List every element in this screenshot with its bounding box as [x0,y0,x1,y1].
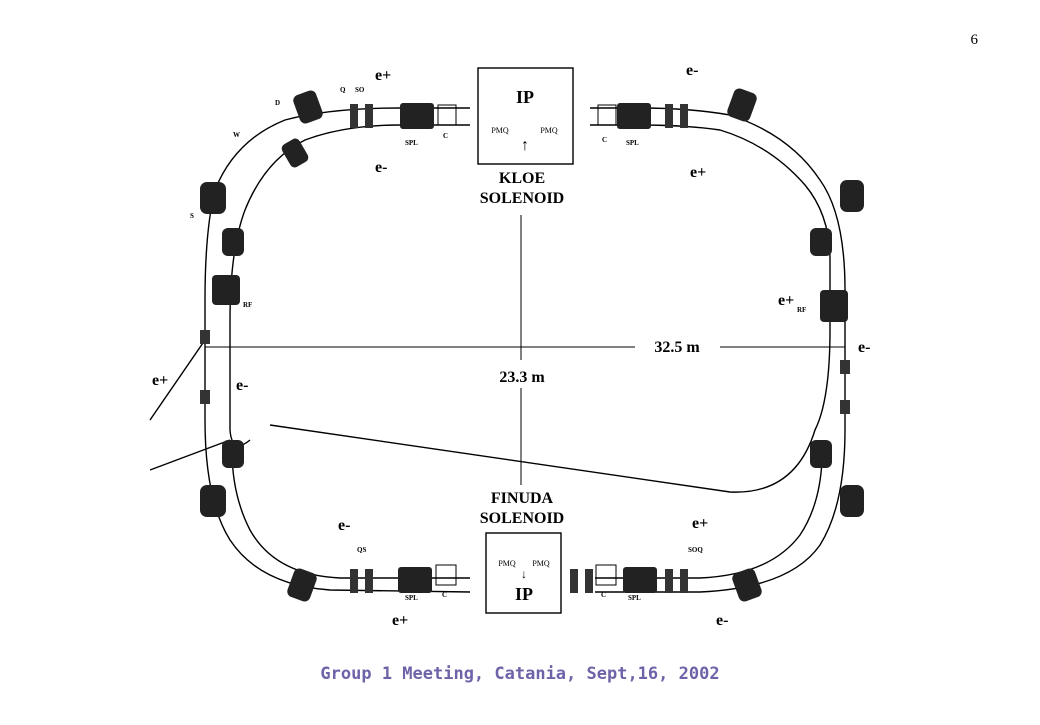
label-spl-tl: SPL [405,139,418,147]
label-e-plus-left: e+ [152,372,168,389]
quad [365,104,373,128]
finuda-label: FINUDA [491,490,554,507]
quad [680,104,688,128]
label-e-plus-top-right-inner: e+ [690,164,706,181]
finuda-solenoid-label: SOLENOID [480,510,564,527]
rf-right [820,290,848,322]
label-e-minus-top-right: e- [686,62,698,79]
label-c-tr: C [602,136,607,144]
label-w: W [233,131,240,139]
dipole-tr-1 [727,88,757,122]
label-rf-right: RF [797,306,806,314]
top-ip-label: IP [516,87,534,107]
quad [665,104,673,128]
spl-magnet-bl [398,567,432,593]
magnet-elements [200,88,864,602]
quad [840,400,850,414]
label-rf-left: RF [243,301,252,309]
width-dimension-label: 32.5 m [654,339,700,356]
particle-labels: e+ e- e- e+ e+ e- e+ e- e- e+ e+ e- [152,62,870,629]
spl-magnet-br [623,567,657,593]
c-box-br [595,564,617,586]
footer-caption: Group 1 Meeting, Catania, Sept,16, 2002 [320,664,720,684]
label-e-minus-bottom-right: e- [716,612,728,629]
quad [365,569,373,593]
quad [680,569,688,593]
injection-line-upper [149,339,206,421]
dipole-l-2 [222,228,244,256]
label-e-minus-top-left-inner: e- [375,159,387,176]
outer-ring [204,107,846,593]
label-q: Q [340,86,346,94]
c-box-tr [597,104,617,126]
quad [665,569,673,593]
label-e-minus-bottom-left-inner: e- [338,517,350,534]
label-spl-bl: SPL [405,594,418,602]
label-s: S [190,212,194,220]
dipole-r-2 [810,228,832,256]
label-e-plus-top-left: e+ [375,67,391,84]
quad [350,104,358,128]
height-dimension-label: 23.3 m [499,369,545,386]
rf-left [212,275,240,305]
top-ip-arrow: ↑ [521,137,529,154]
bottom-ip-box [485,532,562,614]
top-ip-box [477,67,574,165]
quad [570,569,578,593]
spl-magnet-tr [617,103,651,129]
bottom-ip-label: IP [515,584,533,604]
dipole-r-4 [810,440,832,468]
page-number: 6 [970,32,979,48]
dipole-l-3 [200,485,226,517]
label-spl-br: SPL [628,594,641,602]
element-labels: SPL SPL SPL SPL C C C C RF RF D Q SO W S… [190,86,806,602]
quad [840,360,850,374]
kloe-label: KLOE [499,170,545,187]
label-spl-tr: SPL [626,139,639,147]
label-c-br: C [601,591,606,599]
label-soq: SOQ [688,546,703,554]
bottom-pmq-right: PMQ [532,559,550,568]
label-e-minus-right: e- [858,339,870,356]
dipole-br-1 [732,568,762,602]
quad [200,390,210,404]
label-so: SO [355,86,365,94]
label-c-bl: C [442,591,447,599]
top-pmq-left: PMQ [491,126,509,135]
quad [350,569,358,593]
dipole-tl-1 [293,90,323,124]
bottom-ip-arrow: ↓ [521,567,527,581]
label-e-plus-bottom-left: e+ [392,612,408,629]
injection-line-lower [149,439,231,471]
bottom-pmq-left: PMQ [498,559,516,568]
dipole-l-4 [222,440,244,468]
kloe-solenoid-label: SOLENOID [480,190,564,207]
quad [200,330,210,344]
dipole-r-3 [840,485,864,517]
dipole-l-1 [200,182,226,214]
dipole-bl-1 [287,568,317,602]
quadrupole-elements [200,104,850,593]
c-box-bl [435,564,457,586]
dipole-r-1 [840,180,864,212]
top-pmq-right: PMQ [540,126,558,135]
label-e-minus-left-inner: e- [236,377,248,394]
label-c-tl: C [443,132,448,140]
spl-magnet-tl [400,103,434,129]
label-qs: QS [357,546,366,554]
label-d: D [275,99,280,107]
label-e-plus-bottom-right-inner: e+ [692,515,708,532]
c-box-tl [437,104,457,126]
dipole-tl-2 [281,138,309,168]
quad [585,569,593,593]
label-e-plus-right: e+ [778,292,794,309]
